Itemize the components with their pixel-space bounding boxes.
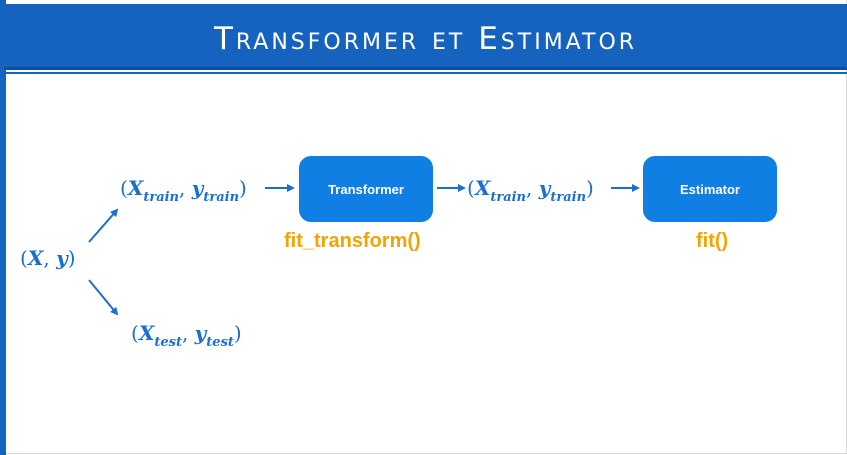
transformer-label: Transformer (328, 181, 404, 197)
arrow-to-test (88, 279, 119, 316)
test-dataset: (Xtest, ytest) (131, 321, 242, 350)
test-x-subscript: test (154, 335, 182, 350)
title-underline (4, 72, 847, 74)
transformer-box: Transformer (299, 156, 433, 222)
transformer-method: fit_transform() (284, 230, 421, 252)
arrow-to-train (88, 208, 119, 243)
train-x: X (127, 176, 144, 200)
estimator-label: Estimator (680, 181, 740, 197)
transformed-x: X (474, 176, 491, 200)
train-y-subscript: train (203, 190, 240, 205)
train-y: y (191, 176, 204, 200)
transformed-y-subscript: train (550, 190, 587, 205)
transformed-x-subscript: train (490, 190, 527, 205)
train-dataset-1: (Xtrain, ytrain) (120, 176, 247, 205)
source-y: y (56, 246, 68, 270)
train-x-subscript: train (143, 190, 180, 205)
title-banner: Transformer et Estimator (4, 4, 847, 70)
test-y: y (194, 321, 207, 345)
slide-left-border (0, 0, 6, 455)
train-dataset-2: (Xtrain, ytrain) (467, 176, 594, 205)
estimator-box: Estimator (643, 156, 777, 222)
source-x: X (27, 246, 44, 270)
source-dataset: (X, y) (20, 246, 76, 270)
slide-title: Transformer et Estimator (213, 21, 638, 57)
test-x: X (138, 321, 155, 345)
test-y-subscript: test (206, 335, 234, 350)
transformed-y: y (538, 176, 551, 200)
estimator-method: fit() (696, 230, 729, 252)
